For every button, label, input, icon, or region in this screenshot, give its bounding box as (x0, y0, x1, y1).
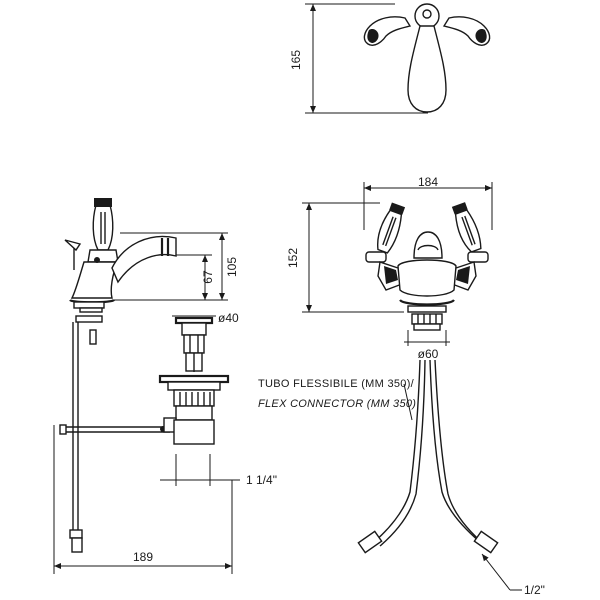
spout-top (407, 25, 447, 113)
side-hose-nut (71, 537, 83, 553)
left-lever (376, 209, 403, 254)
note-flex-connector: FLEX CONNECTOR (MM 350) (258, 398, 416, 410)
dim-67-label: 67 (201, 270, 215, 284)
right-lever (454, 209, 482, 253)
dim-189-label: 189 (133, 550, 153, 564)
waste-body (173, 419, 215, 445)
side-lever-handle (92, 204, 114, 251)
top-view: 165 (289, 3, 491, 114)
right-hose-nut (473, 530, 499, 554)
front-body (397, 259, 457, 297)
left-hose (373, 359, 421, 543)
waste-assembly: ø40 1 1/4" (158, 311, 277, 487)
left-hose-nut (357, 530, 383, 554)
dim-165-label: 165 (289, 50, 303, 70)
dim-o40-label: ø40 (218, 311, 239, 325)
dim-o60-label: ø60 (418, 347, 439, 361)
side-spout (111, 235, 177, 284)
dim-114-label: 1 1/4" (246, 473, 277, 487)
body-top-cap (422, 9, 432, 19)
note-tubo-flessibile: TUBO FLESSIBILE (MM 350)/ (258, 378, 415, 390)
dim-184-label: 184 (418, 175, 438, 189)
dim-105-label: 105 (225, 257, 239, 277)
front-view: 184 152 (258, 175, 545, 597)
right-hose (429, 359, 481, 543)
dim-152-label: 152 (286, 248, 300, 268)
side-view: 105 67 189 (53, 198, 239, 574)
side-body (70, 261, 120, 299)
dim-12-label: 1/2" (524, 583, 545, 597)
